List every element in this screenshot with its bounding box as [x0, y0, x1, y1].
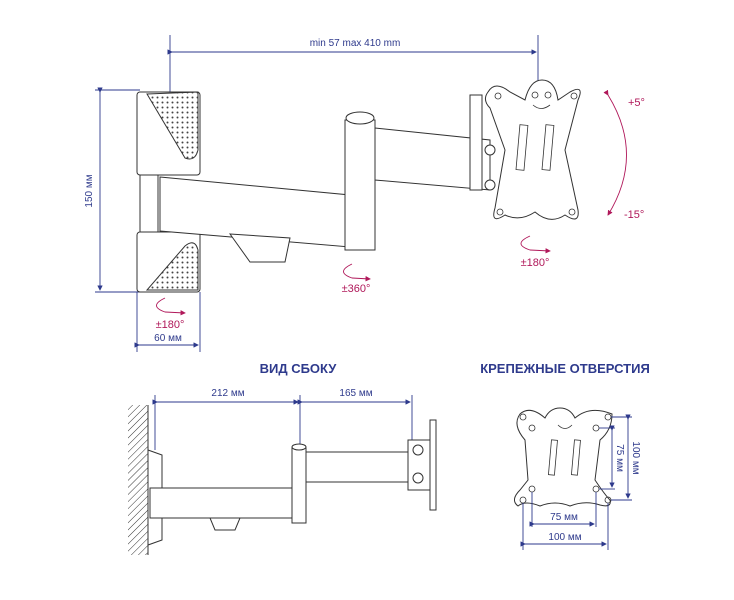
- elbow-joint: [344, 119, 376, 251]
- wall-hatch: [128, 405, 148, 555]
- vesa-plate-front: [484, 79, 581, 220]
- plate-rotation-label: ±180°: [521, 257, 550, 269]
- mounting-holes-title: КРЕПЕЖНЫЕ ОТВЕРСТИЯ: [480, 361, 650, 376]
- side-second-arm: [305, 451, 417, 483]
- tilt-bracket: [469, 94, 483, 191]
- side-first-arm: [149, 487, 306, 519]
- wall-bracket: [136, 91, 201, 293]
- first-arm-length-label: 212 мм: [211, 388, 244, 399]
- tilt-down-label: -15°: [624, 209, 644, 221]
- side-view: ВИД СБОКУ 212 мм 165 мм: [128, 361, 437, 555]
- reach-label: min 57 max 410 mm: [310, 38, 401, 49]
- side-view-title: ВИД СБОКУ: [260, 361, 338, 376]
- arm-clamp: [228, 233, 291, 263]
- width-label: 60 мм: [154, 333, 182, 344]
- tilt-up-label: +5°: [628, 97, 645, 109]
- mounting-holes-view: КРЕПЕЖНЫЕ ОТВЕРСТИЯ 75 мм 100 мм 75 мм 1…: [480, 361, 650, 550]
- inner-height-label: 75 мм: [614, 444, 625, 472]
- side-plate: [429, 419, 437, 511]
- inner-width-label: 75 мм: [550, 512, 578, 523]
- front-view: min 57 max 410 mm 150 мм 60 мм: [84, 35, 645, 352]
- outer-height-label: 100 мм: [630, 441, 641, 474]
- second-arm-length-label: 165 мм: [339, 388, 372, 399]
- wall-rotation-label: ±180°: [156, 319, 185, 331]
- height-label: 150 мм: [84, 174, 95, 207]
- outer-width-label: 100 мм: [548, 532, 581, 543]
- arm-rotation-label: ±360°: [342, 283, 371, 295]
